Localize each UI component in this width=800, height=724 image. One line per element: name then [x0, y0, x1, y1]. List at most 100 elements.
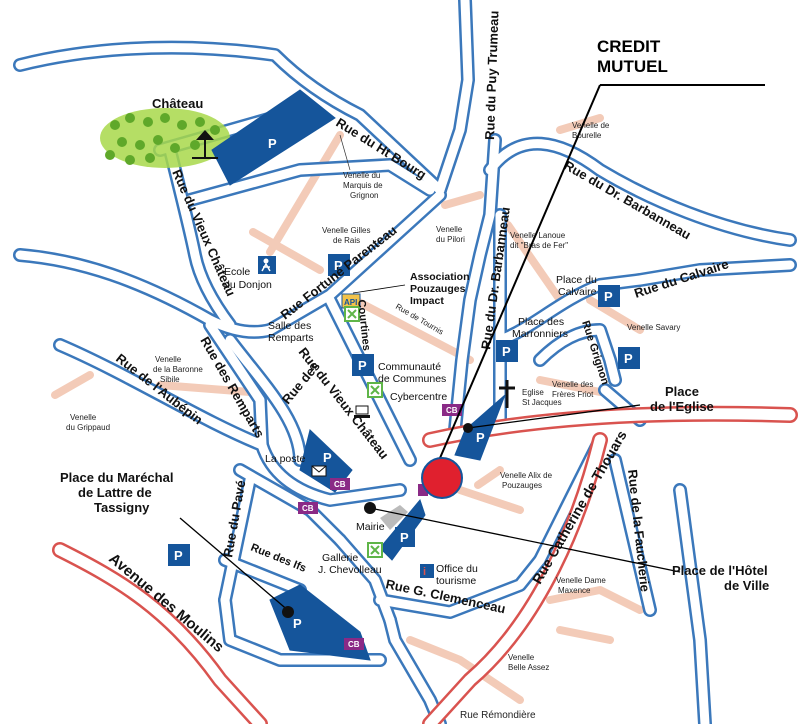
atm-cb: CB	[334, 480, 346, 489]
venelle-alix-1: Venelle Alix de	[500, 471, 553, 480]
poi-communaute-1: Communauté	[378, 361, 441, 373]
venelle-savary: Venelle Savary	[627, 323, 680, 332]
castle-icon	[192, 130, 218, 159]
poi-chateau: Château	[152, 96, 203, 111]
callout-dot	[364, 502, 376, 514]
street-moulins: Avenue des Moulins	[105, 550, 227, 656]
poi-mairie: Mairie	[356, 521, 385, 533]
community-icon	[344, 306, 383, 558]
parking-sign	[352, 354, 374, 376]
poi-calvaire-1: Place du	[556, 274, 597, 286]
title-mutuel: MUTUEL	[597, 57, 668, 76]
poi-eglise-2: St Jacques	[522, 398, 562, 407]
poi-association-1: Association	[410, 271, 470, 283]
parking-p: P	[334, 258, 343, 273]
parking-p: P	[624, 351, 633, 366]
svg-text:API: API	[344, 298, 357, 307]
poi-eglise-1: Eglise	[522, 388, 544, 397]
parking-p: P	[174, 548, 183, 563]
poi-cybercentre: Cybercentre	[390, 391, 447, 403]
parking-sign	[395, 527, 415, 547]
parking-markers: P P P P P P P P P P P	[168, 136, 640, 631]
api-icon: API	[341, 293, 361, 309]
poi-office-2: tourisme	[436, 575, 476, 587]
atm-cb: CB	[348, 640, 360, 649]
venelle-labels: Venelle du Marquis de Grignon Venelle Gi…	[66, 121, 680, 672]
venelle-lanoue-1: Venelle Lanoue	[510, 231, 566, 240]
callout-marechal-2: de Lattre de	[78, 485, 152, 500]
parking-p: P	[476, 430, 485, 445]
poi-ecole-2: du Donjon	[224, 279, 272, 291]
venelle-pilori-1: Venelle	[436, 225, 463, 234]
poi-labels: Château Ecole du Donjon Association Pouz…	[152, 96, 597, 587]
venelle-bourelle-1: Venelle de	[572, 121, 610, 130]
title-credit: CREDIT	[597, 37, 661, 56]
tourism-icon: i	[420, 564, 434, 578]
venelle-lanoue-2: dit "Bras de Fer"	[510, 241, 568, 250]
venelle-marquis-3: Grignon	[350, 191, 378, 200]
venelle-freres-1: Venelle des	[552, 380, 593, 389]
street-remondiere: Rue Rémondière	[460, 710, 536, 721]
poi-la-poste: La poste	[265, 453, 305, 465]
callouts: CREDIT MUTUEL Place de l'Eglise Place de…	[60, 37, 769, 618]
parking-p: P	[400, 530, 409, 545]
poi-salle-1: Salle des	[268, 320, 311, 332]
poi-salle-2: Remparts	[268, 332, 314, 344]
poi-ecole-1: Ecole	[224, 266, 250, 278]
school-icon	[258, 256, 276, 274]
parking-p: P	[293, 616, 302, 631]
parking-sign	[598, 285, 620, 307]
venelle-freres-2: Frères Friot	[552, 390, 594, 399]
parking-p: P	[358, 358, 367, 373]
venelle-alix-2: Pouzauges	[502, 481, 542, 490]
atm-cb: CB	[302, 504, 314, 513]
parking-sign	[168, 544, 190, 566]
venelle-marquis-1: Venelle du	[343, 171, 380, 180]
callout-hotel-1: Place de l'Hôtel	[672, 563, 768, 578]
venelle-grippaud-1: Venelle	[70, 413, 97, 422]
parking-p: P	[604, 289, 613, 304]
poi-icons: API i	[192, 130, 515, 578]
poi-association-3: Impact	[410, 295, 444, 307]
street-puy-trumeau: Rue du Puy Trumeau	[482, 10, 502, 140]
footpaths	[51, 114, 644, 704]
poi-communaute-2: de Communes	[378, 373, 446, 385]
callout-hotel-2: de Ville	[724, 578, 769, 593]
venelle-baronne-3: Sibile	[160, 375, 180, 384]
atm-badges: CB CB CB CB	[298, 404, 462, 650]
callout-eglise-1: Place	[665, 384, 699, 399]
poi-marronniers-1: Place des	[518, 316, 564, 328]
venelle-marquis-2: Marquis de	[343, 181, 383, 190]
venelle-gilles-1: Venelle Gilles	[322, 226, 370, 235]
venelle-belle-2: Belle Assez	[508, 663, 549, 672]
venelle-maxence-1: Venelle Dame	[556, 576, 606, 585]
poi-calvaire-2: Calvaire	[558, 286, 597, 298]
street-courtines: Courtines	[355, 299, 372, 351]
chateau-park	[100, 108, 230, 168]
venelle-baronne-1: Venelle	[155, 355, 182, 364]
venelle-bourelle-2: Bourelle	[572, 131, 602, 140]
parking-sign	[328, 254, 350, 276]
poi-galerie-2: J. Chevolleau	[318, 564, 382, 576]
callout-marechal-3: Tassigny	[94, 500, 150, 515]
parking-p: P	[268, 136, 277, 151]
parking-p: P	[323, 450, 332, 465]
poi-marronniers-2: Marronniers	[512, 328, 568, 340]
venelle-baronne-2: de la Baronne	[153, 365, 203, 374]
venelle-belle-1: Venelle	[508, 653, 535, 662]
computer-icon	[354, 405, 370, 418]
credit-mutuel-marker	[421, 457, 463, 499]
poi-association-2: Pouzauges	[410, 283, 466, 295]
callout-dot	[463, 423, 473, 433]
church-icon	[499, 380, 515, 408]
parking-sign	[618, 347, 640, 369]
poi-galerie-1: Gallerie	[322, 552, 358, 564]
callout-dot	[282, 606, 294, 618]
mairie-icon	[380, 505, 408, 530]
parking-sign	[496, 340, 518, 362]
post-icon	[311, 465, 327, 477]
callout-eglise-2: de l'Eglise	[650, 399, 714, 414]
venelle-maxence-2: Maxence	[558, 586, 591, 595]
poi-office-1: Office du	[436, 563, 478, 575]
